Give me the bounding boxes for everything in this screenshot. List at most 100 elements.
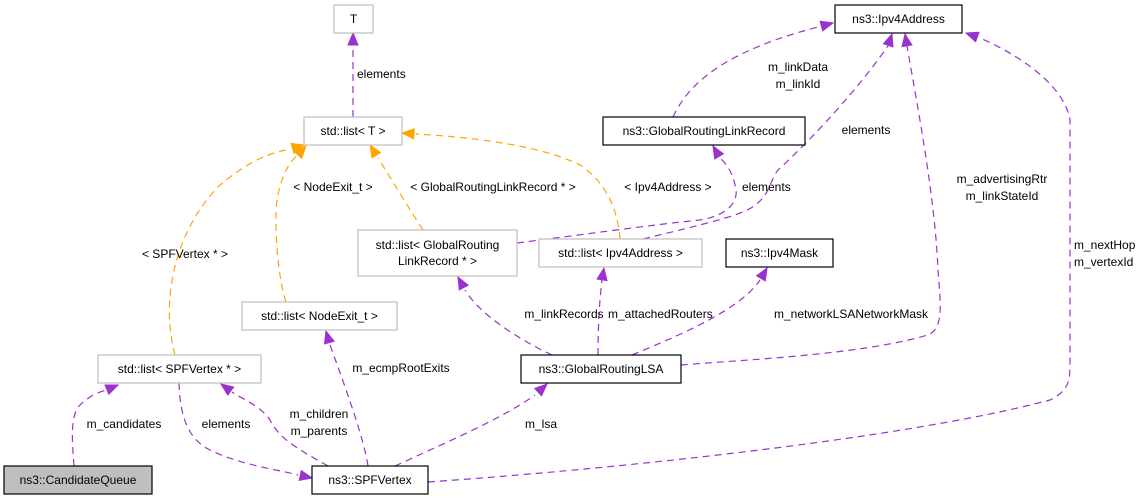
node-ipv4addr[interactable]: ns3::Ipv4Address	[834, 4, 963, 34]
edge-label: m_ecmpRootExits	[352, 361, 449, 375]
node-list-T[interactable]: std::list< T >	[303, 116, 403, 146]
node-label: ns3::SPFVertex	[328, 473, 411, 487]
edge-label: elements	[742, 180, 791, 194]
edge-label: m_lsa	[525, 417, 557, 431]
node-label: ns3::CandidateQueue	[20, 473, 137, 487]
arrowhead-icon	[596, 266, 608, 282]
edge-line	[178, 382, 299, 476]
edge-label: m_advertisingRtr	[957, 172, 1048, 186]
node-box	[602, 116, 806, 146]
edge-spfv-to-list_spf	[219, 383, 329, 467]
edge-grlr-to-ipv4addr	[672, 20, 835, 118]
arrowhead-icon	[298, 469, 314, 482]
node-box	[538, 238, 703, 268]
node-grlr[interactable]: ns3::GlobalRoutingLinkRecord	[602, 116, 806, 146]
edge-line	[329, 344, 369, 467]
edge-label: elements	[357, 67, 406, 81]
edge-label: < GlobalRoutingLinkRecord * >	[410, 180, 575, 194]
node-candq[interactable]: ns3::CandidateQueue	[3, 465, 153, 495]
node-box	[303, 116, 403, 146]
node-box	[241, 301, 398, 331]
edge-line	[464, 289, 553, 356]
node-box	[311, 465, 429, 495]
edge-line	[394, 394, 536, 467]
edge-candq-to-list_spf	[71, 384, 120, 467]
edge-line	[71, 389, 107, 467]
edge-label: m_linkRecords	[524, 307, 603, 321]
arrowhead-icon	[901, 32, 913, 48]
edge-list_grlr-to-list_T	[369, 143, 424, 231]
edge-label: < SPFVertex * >	[142, 247, 228, 261]
node-label: std::list< GlobalRouting	[376, 238, 500, 252]
node-label: ns3::GlobalRoutingLSA	[539, 362, 664, 376]
node-label: ns3::Ipv4Mask	[741, 246, 819, 260]
edge-label: elements	[202, 417, 251, 431]
edge-line	[427, 37, 1071, 483]
edge-spfv-to-list_nodeexit	[323, 329, 369, 467]
edge-label: m_children	[290, 407, 349, 421]
edge-label: m_linkData	[768, 60, 828, 74]
arrowhead-icon	[400, 128, 415, 140]
node-box	[97, 354, 262, 384]
arrowhead-icon	[323, 329, 335, 345]
edge-label: < Ipv4Address >	[624, 180, 711, 194]
edge-line	[377, 157, 424, 231]
arrowhead-icon	[819, 20, 835, 32]
edge-line	[231, 391, 329, 467]
edge-grlsa-to-list_ipv4	[596, 266, 608, 356]
arrowhead-icon	[457, 275, 469, 291]
node-label: std::list< NodeExit_t >	[261, 309, 378, 323]
arrowhead-icon	[293, 145, 307, 160]
edge-list_ipv4-to-list_T	[400, 128, 621, 240]
arrowhead-icon	[104, 384, 120, 396]
edge-label: elements	[842, 123, 891, 137]
node-box	[357, 229, 518, 277]
node-grlsa[interactable]: ns3::GlobalRoutingLSA	[520, 354, 682, 384]
edge-list_T-to-T	[347, 31, 359, 117]
edge-line	[597, 279, 603, 356]
edge-label: < NodeExit_t >	[293, 180, 372, 194]
edge-label: m_parents	[291, 424, 348, 438]
arrowhead-icon	[369, 143, 382, 159]
edge-spfv-to-ipv4addr	[427, 31, 1071, 483]
node-label: std::list< Ipv4Address >	[558, 246, 683, 260]
arrowhead-icon	[712, 144, 725, 160]
edge-grlsa-to-ipv4mask	[631, 266, 768, 356]
arrowhead-icon	[755, 266, 768, 282]
edge-line	[642, 45, 889, 240]
node-spfv[interactable]: ns3::SPFVertex	[311, 465, 429, 495]
edge-grlsa-to-list_grlr	[457, 275, 553, 356]
node-box	[725, 238, 834, 268]
node-box	[3, 465, 153, 495]
edge-spfv-to-grlsa	[394, 383, 548, 467]
arrowhead-icon	[533, 383, 548, 397]
edge-line	[275, 154, 299, 303]
edge-grlsa-to-ipv4addr	[680, 32, 941, 366]
node-label: std::list< SPFVertex * >	[118, 362, 241, 376]
node-box	[520, 354, 682, 384]
node-list-ipv4[interactable]: std::list< Ipv4Address >	[538, 238, 703, 268]
edge-label: m_vertexId	[1074, 255, 1133, 269]
node-list-nodeexit[interactable]: std::list< NodeExit_t >	[241, 301, 398, 331]
arrowhead-icon	[347, 31, 359, 46]
node-box	[333, 4, 374, 34]
node-list-spf[interactable]: std::list< SPFVertex * >	[97, 354, 262, 384]
node-box	[834, 4, 963, 34]
edge-label: m_linkStateId	[966, 189, 1039, 203]
edge-line	[631, 279, 761, 356]
edge-line	[415, 133, 621, 240]
arrowhead-icon	[964, 31, 980, 43]
node-list-grlr[interactable]: std::list< GlobalRoutingLinkRecord * >	[357, 229, 518, 277]
node-label: ns3::GlobalRoutingLinkRecord	[623, 124, 786, 138]
edge-list_ipv4-to-ipv4addr	[642, 32, 894, 240]
node-ipv4mask[interactable]: ns3::Ipv4Mask	[725, 238, 834, 268]
edge-line	[516, 157, 737, 244]
edge-list_grlr-to-grlr	[516, 144, 737, 244]
node-label: LinkRecord * >	[398, 254, 477, 268]
edge-label: m_linkId	[776, 77, 821, 91]
edge-list_nodeexit-to-list_T	[275, 145, 307, 303]
edge-label: m_candidates	[87, 417, 162, 431]
node-label: ns3::Ipv4Address	[852, 12, 945, 26]
node-T[interactable]: T	[333, 4, 374, 34]
